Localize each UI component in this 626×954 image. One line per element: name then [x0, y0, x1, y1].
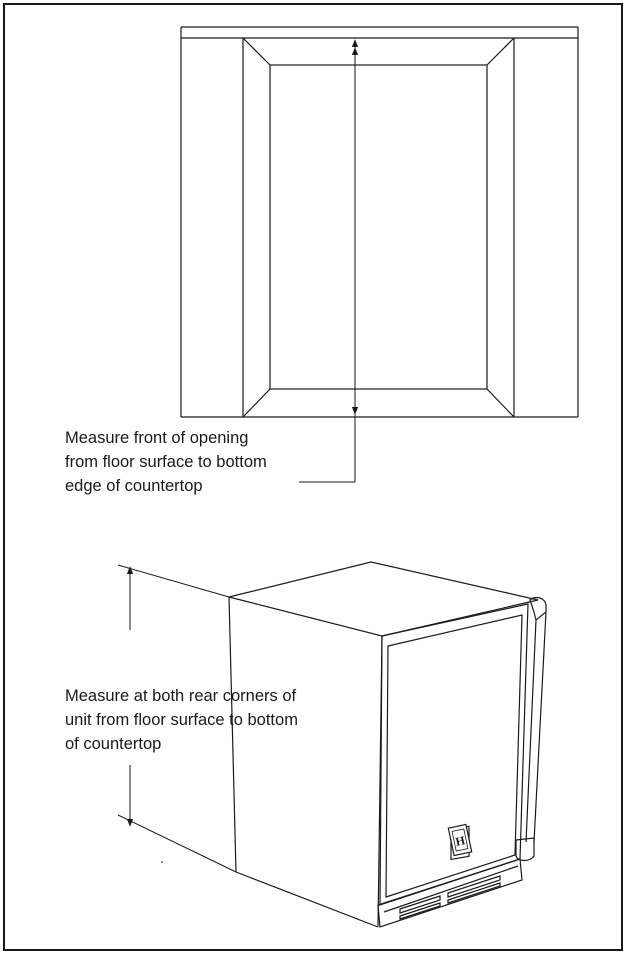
opening-height-dimension [299, 39, 359, 483]
rear-height-dimension [117, 564, 237, 873]
logo-mark: H [454, 833, 467, 849]
refrigerator-unit-drawing [228, 561, 547, 928]
page-border [3, 3, 623, 951]
unit-note-line: Measure at both rear corners of [65, 687, 297, 705]
unit-measure-note: Measure at both rear corners of unit fro… [65, 684, 298, 756]
unit-note-line: of countertop [65, 735, 162, 753]
cabinet-opening-drawing [180, 26, 579, 418]
opening-note-line: Measure front of opening [65, 429, 249, 447]
opening-measure-note: Measure front of opening from floor surf… [65, 426, 267, 498]
opening-note-line: edge of countertop [65, 477, 203, 495]
logo-plate: H [447, 823, 473, 857]
unit-note-line: unit from floor surface to bottom [65, 711, 298, 729]
opening-note-line: from floor surface to bottom [65, 453, 267, 471]
